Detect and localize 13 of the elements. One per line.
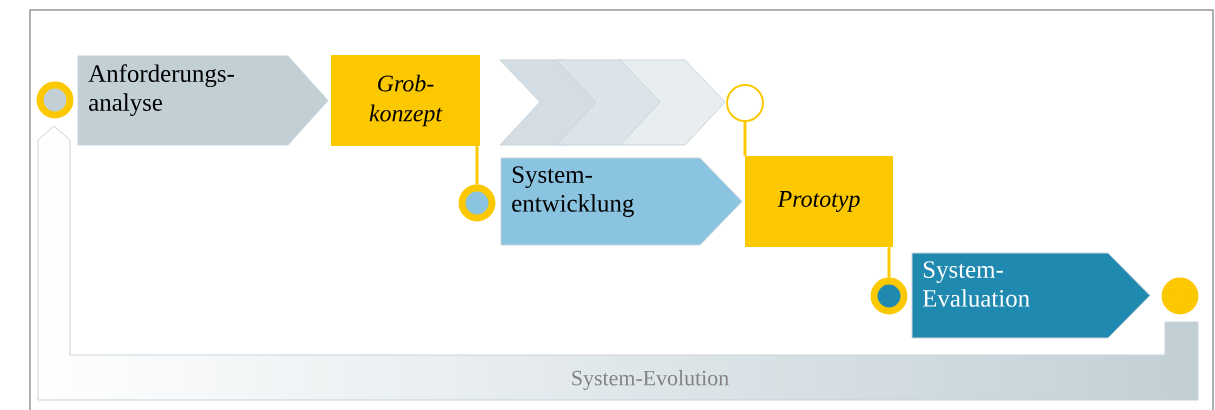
connector-dot: [1161, 277, 1199, 315]
connector-dot: [726, 84, 764, 122]
connector-dot: [870, 277, 908, 315]
phase-box: Anforderungs- analyse: [77, 55, 329, 146]
result-box: Grob- konzept: [331, 55, 480, 146]
connector-dot: [458, 184, 496, 222]
phase-box: System- entwicklung: [500, 157, 743, 246]
connector-line: [743, 121, 747, 156]
phase-box: System- Evaluation: [911, 252, 1151, 339]
connector-dot: [36, 81, 74, 119]
result-box: Prototyp: [745, 156, 893, 247]
connector-line: [475, 146, 479, 185]
connector-line: [887, 247, 891, 278]
